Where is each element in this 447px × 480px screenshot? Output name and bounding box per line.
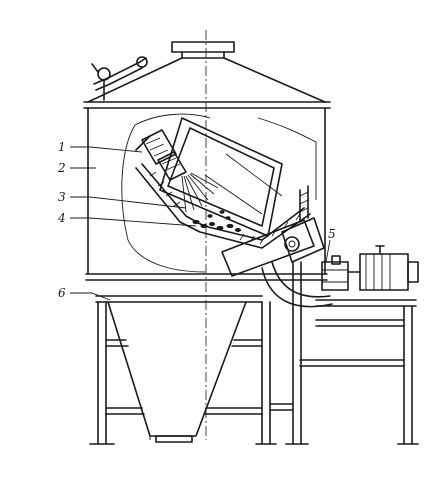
leader-lines (70, 146, 331, 301)
tilted-drum-3 (159, 117, 283, 237)
hood-roof (83, 57, 331, 109)
label-5: 5 (328, 227, 336, 241)
spray-nozzle-1 (135, 129, 187, 181)
label-6: 6 (58, 286, 66, 300)
label-2: 2 (57, 161, 66, 175)
label-1: 1 (58, 140, 66, 154)
drying-chamber-2 (85, 107, 328, 281)
lid-lever (91, 56, 148, 101)
internal-contour (121, 113, 317, 273)
label-4: 4 (57, 211, 66, 225)
support-frame (89, 301, 419, 445)
spray-fan (181, 172, 219, 213)
motor-stand (299, 299, 417, 445)
exhaust-flange (171, 41, 235, 59)
discharge-hopper-6 (95, 295, 263, 443)
motor-gearbox-5 (321, 245, 419, 291)
label-3: 3 (58, 190, 66, 204)
tablets-4 (192, 210, 241, 232)
gear-housing (221, 185, 325, 277)
